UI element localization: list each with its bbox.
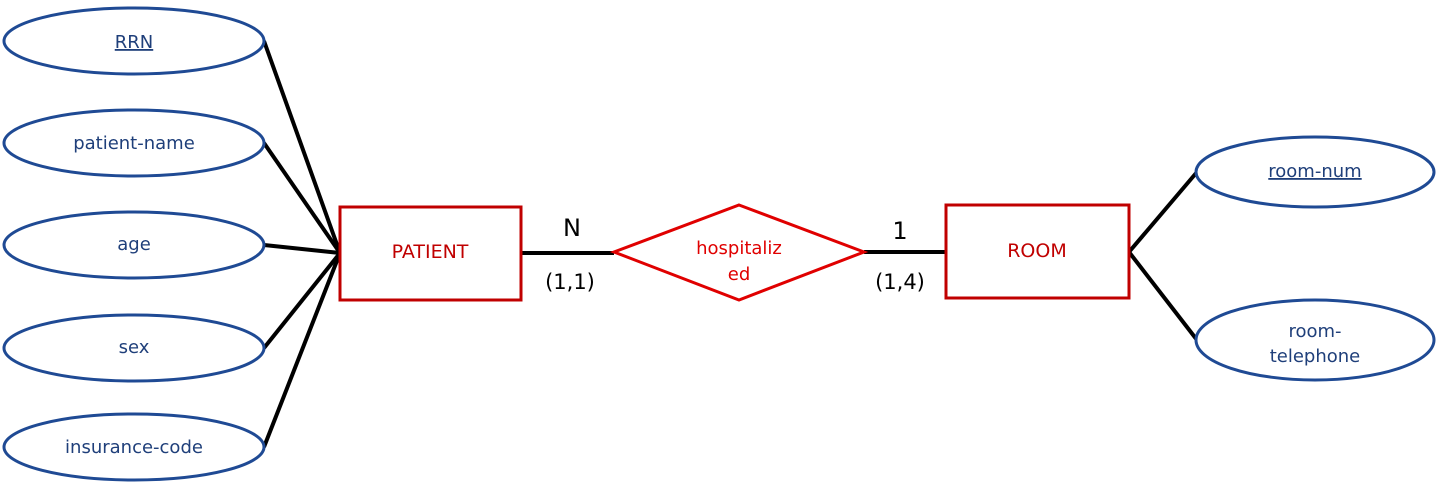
attribute-label-age: age <box>117 234 151 255</box>
relationship-hospitalized[interactable]: hospitaliz ed <box>609 203 869 302</box>
cardinality-patient-side: N <box>563 214 581 242</box>
attribute-room-telephone[interactable]: room- telephone <box>1194 298 1436 382</box>
link-sex <box>262 251 342 350</box>
link-insurance-code <box>262 252 342 448</box>
entity-box <box>338 205 523 302</box>
attribute-label-patient-name: patient-name <box>73 133 195 154</box>
cardinality-room-side: 1 <box>892 217 907 245</box>
attribute-ellipse <box>2 210 266 280</box>
patient-attribute-links <box>262 40 342 448</box>
link-room-num <box>1127 170 1199 254</box>
room-attribute-links <box>1127 170 1199 342</box>
attribute-label-sex: sex <box>119 337 150 358</box>
attribute-room-num[interactable]: room-num <box>1194 135 1436 209</box>
relationship-diamond <box>609 203 869 302</box>
link-age <box>263 243 341 255</box>
entity-label-patient: PATIENT <box>392 241 469 263</box>
attribute-label-room-num: room-num <box>1268 161 1361 182</box>
attribute-ellipse <box>1194 135 1436 209</box>
attribute-ellipse <box>2 313 266 383</box>
link-room-telephone <box>1127 250 1199 342</box>
link-rrn <box>262 40 342 254</box>
attribute-label-insurance-code: insurance-code <box>65 437 203 458</box>
attribute-insurance-code[interactable]: insurance-code <box>2 412 266 482</box>
relationship-label-line2: ed <box>728 264 751 285</box>
attribute-sex[interactable]: sex <box>2 313 266 383</box>
link-patient-name <box>262 141 342 255</box>
attribute-label-room-telephone-line1: room- <box>1288 321 1341 342</box>
attribute-ellipse <box>1194 298 1436 382</box>
attribute-label-room-telephone-line2: telephone <box>1270 346 1361 367</box>
participation-room-side: (1,4) <box>875 270 925 294</box>
attribute-label-rrn: RRN <box>115 32 153 53</box>
entity-box <box>944 203 1131 300</box>
entity-room[interactable]: ROOM <box>944 203 1131 300</box>
attribute-rrn[interactable]: RRN <box>2 6 266 76</box>
entity-patient[interactable]: PATIENT <box>338 205 523 302</box>
attribute-ellipse <box>2 412 266 482</box>
participation-patient-side: (1,1) <box>545 270 595 294</box>
attribute-ellipse <box>2 108 266 178</box>
attribute-patient-name[interactable]: patient-name <box>2 108 266 178</box>
entity-label-room: ROOM <box>1007 240 1067 262</box>
attribute-ellipse <box>2 6 266 76</box>
attribute-age[interactable]: age <box>2 210 266 280</box>
relationship-label-line1: hospitaliz <box>696 238 782 259</box>
